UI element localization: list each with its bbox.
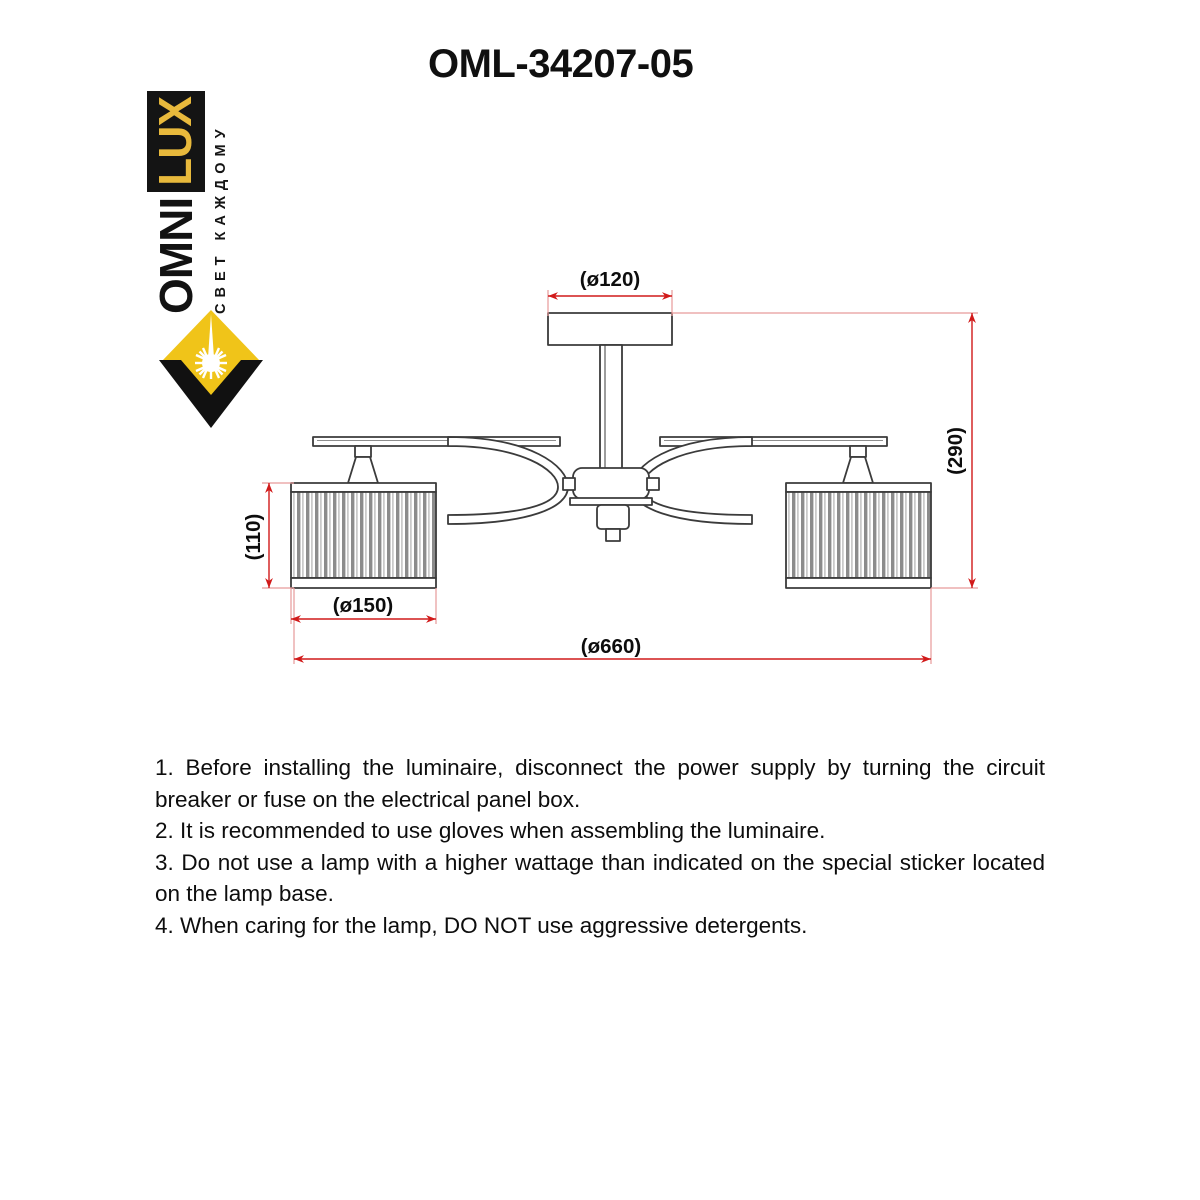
hub-left-stub xyxy=(562,477,576,491)
shade-left-top-rim xyxy=(290,482,437,493)
hub-right-stub xyxy=(646,477,660,491)
shade-right-bottom-rim xyxy=(785,577,932,589)
dimension-lines xyxy=(265,292,976,663)
hub-collar xyxy=(569,497,653,506)
downrod xyxy=(599,344,623,470)
shade-right-top-rim xyxy=(785,482,932,493)
central-hub xyxy=(572,467,650,500)
dim-label-shade-height: (110) xyxy=(242,514,265,561)
arm-left-top xyxy=(312,436,561,447)
installation-instructions: 1. Before installing the luminaire, disc… xyxy=(155,752,1045,941)
arm-right-curve xyxy=(631,436,753,525)
hub-lower-cup xyxy=(596,504,630,530)
dim-label-overall-height: (290) xyxy=(944,427,967,475)
diamond-chevron-icon xyxy=(159,310,263,428)
dimension-labels: (ø120) (290) (110) (ø150) (ø660) xyxy=(242,268,967,658)
shade-left-body xyxy=(290,491,437,579)
dim-label-overall-diameter: (ø660) xyxy=(581,635,641,658)
instruction-item-1: 1. Before installing the luminaire, disc… xyxy=(155,755,1045,812)
socket-right-collar xyxy=(849,445,867,458)
page-title: OML-34207-05 xyxy=(428,42,694,86)
instruction-item-3: 3. Do not use a lamp with a higher watta… xyxy=(155,849,1045,907)
socket-left-collar xyxy=(354,445,372,458)
instruction-item-4: 4. When caring for the lamp, DO NOT use … xyxy=(155,912,808,938)
canopy xyxy=(547,312,673,346)
brand-logo: OMNI LUX СВЕТ КАЖДОМУ xyxy=(147,14,268,434)
instruction-item-2: 2. It is recommended to use gloves when … xyxy=(155,818,826,843)
dim-label-shade-diameter: (ø150) xyxy=(333,594,393,617)
shade-right-body xyxy=(785,491,932,579)
socket-left-cone xyxy=(347,456,379,484)
omnilux-diamond-mark xyxy=(156,306,266,431)
technical-drawing: (ø120) (290) (110) (ø150) (ø660) xyxy=(242,268,978,664)
arm-left-curve xyxy=(447,436,569,525)
hub-finial xyxy=(605,528,621,542)
socket-right-cone xyxy=(842,456,874,484)
dim-label-canopy-diameter: (ø120) xyxy=(580,268,640,291)
shade-left-bottom-rim xyxy=(290,577,437,589)
